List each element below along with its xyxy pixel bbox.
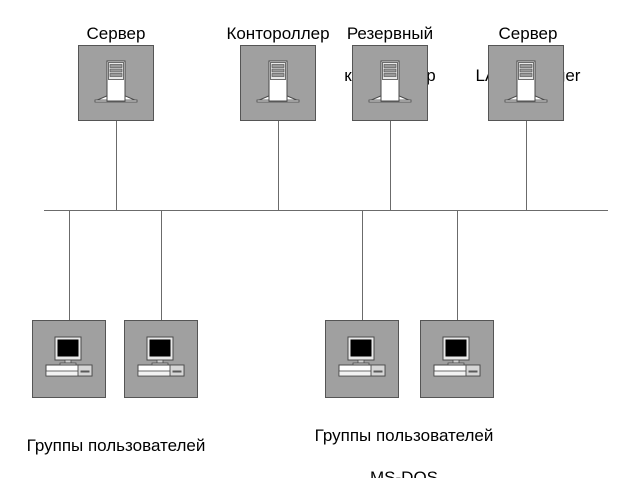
server-label-2-line1: Резервный xyxy=(346,24,434,43)
server-label-0-line1: Сервер xyxy=(86,24,146,43)
desktop-computer-icon xyxy=(433,336,481,377)
server-node-3[interactable] xyxy=(488,45,564,121)
server-node-1[interactable] xyxy=(240,45,316,121)
server-drop-line-2 xyxy=(390,120,391,211)
server-tower-icon xyxy=(256,60,300,103)
workstation-group-label-0-line1: Группы пользователей xyxy=(26,436,206,455)
server-label-0: Сервер xyxy=(48,2,184,86)
workstation-node-3[interactable] xyxy=(420,320,494,398)
desktop-computer-icon xyxy=(338,336,386,377)
workstation-node-1[interactable] xyxy=(124,320,198,398)
server-label-3-line1: Сервер xyxy=(498,24,558,43)
workstation-node-2[interactable] xyxy=(325,320,399,398)
server-drop-line-3 xyxy=(526,120,527,211)
server-label-1-line1: Контороллер xyxy=(226,24,330,43)
workstation-group-label-0: Группы пользователей Windows xyxy=(2,414,230,478)
workstation-node-0[interactable] xyxy=(32,320,106,398)
server-tower-icon xyxy=(94,60,138,103)
workstation-drop-line-0 xyxy=(69,210,70,321)
server-drop-line-0 xyxy=(116,120,117,211)
workstation-group-label-1: Группы пользователей MS-DOS xyxy=(290,404,518,478)
server-tower-icon xyxy=(368,60,412,103)
workstation-drop-line-3 xyxy=(457,210,458,321)
server-drop-line-1 xyxy=(278,120,279,211)
workstation-drop-line-1 xyxy=(161,210,162,321)
workstation-drop-line-2 xyxy=(362,210,363,321)
desktop-computer-icon xyxy=(137,336,185,377)
workstation-group-label-1-line1: Группы пользователей xyxy=(314,426,494,445)
desktop-computer-icon xyxy=(45,336,93,377)
workstation-group-label-1-line2: MS-DOS xyxy=(370,468,438,478)
network-backbone-line xyxy=(44,210,608,211)
server-tower-icon xyxy=(504,60,548,103)
server-node-2[interactable] xyxy=(352,45,428,121)
server-node-0[interactable] xyxy=(78,45,154,121)
